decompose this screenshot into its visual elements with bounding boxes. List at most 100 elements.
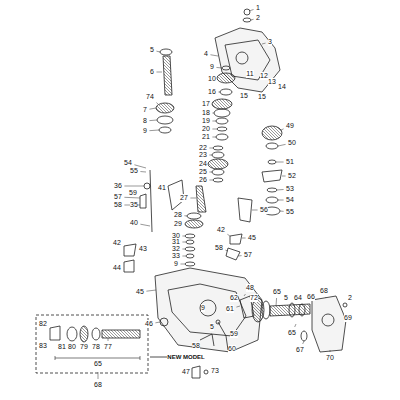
callout-number: 67	[296, 346, 305, 354]
leader-line	[155, 322, 160, 324]
callout-number: 54	[124, 159, 133, 167]
callout-number: 48	[246, 284, 255, 292]
callout-number: 3	[268, 38, 273, 46]
collar	[187, 213, 201, 219]
washer	[267, 188, 277, 192]
callout-number: 42	[113, 239, 122, 247]
washer	[266, 197, 278, 203]
leader-line	[225, 250, 228, 252]
leader-line	[216, 67, 222, 69]
plug	[192, 366, 200, 378]
leader-line	[190, 198, 196, 199]
callout-number: 82	[39, 320, 48, 328]
callout-number: 6	[150, 68, 155, 76]
bearing	[157, 116, 173, 124]
callout-number: 46	[145, 320, 154, 328]
washer	[185, 247, 195, 251]
leader-line	[209, 155, 212, 156]
callout-number: 23	[199, 151, 208, 159]
leader-line	[280, 211, 284, 212]
callout-number: 45	[136, 288, 145, 296]
bearing	[220, 89, 232, 95]
callout-number: 65	[273, 288, 282, 296]
callout-number: 1	[256, 4, 261, 12]
washer	[92, 328, 100, 340]
callout-number: 42	[217, 226, 226, 234]
callout-number: 55	[286, 208, 295, 216]
leader-line	[184, 215, 187, 216]
bracket	[124, 244, 136, 256]
callout-number: 55	[130, 167, 139, 175]
callout-number: 49	[286, 122, 295, 130]
collar	[212, 169, 224, 175]
new-model-frame	[36, 315, 148, 373]
callout-number: 57	[114, 193, 123, 201]
callout-number: 36	[114, 182, 123, 190]
leader-line	[244, 294, 246, 296]
gear	[80, 326, 88, 342]
seal	[301, 331, 307, 341]
washer	[204, 370, 208, 374]
leader-line	[140, 171, 146, 172]
leader-line	[209, 172, 212, 173]
leader-line	[212, 113, 214, 114]
callout-number: 28	[174, 211, 183, 219]
callout-number: 18	[202, 109, 211, 117]
spring	[140, 194, 146, 208]
callout-number: 29	[174, 220, 183, 228]
callout-number: 41	[158, 184, 167, 192]
leader-line	[124, 197, 140, 199]
callout-number: 17	[202, 100, 211, 108]
washer	[159, 127, 171, 133]
leader-line	[108, 338, 109, 341]
callout-number: 57	[244, 251, 253, 259]
bracket	[124, 260, 134, 272]
leader-line	[156, 72, 162, 73]
washer	[222, 66, 230, 70]
leader-line	[252, 210, 258, 211]
callout-number: 13	[268, 78, 277, 86]
callout-number: 9	[210, 63, 215, 71]
leader-line	[212, 137, 216, 138]
leader-line	[210, 55, 218, 56]
callout-number: 58	[114, 201, 123, 209]
shaft	[163, 56, 172, 95]
callout-number: 74	[146, 93, 155, 101]
callout-number: 2	[348, 294, 353, 302]
leader-line	[303, 341, 304, 344]
washer	[212, 152, 224, 158]
callout-number: 58	[192, 342, 201, 350]
callout-number: 9	[143, 127, 148, 135]
washer	[186, 240, 194, 244]
callout-number: 68	[320, 287, 329, 295]
leader-line	[282, 176, 286, 177]
leader-line	[149, 120, 157, 122]
callout-number: 56	[260, 206, 269, 214]
bore	[322, 314, 334, 326]
bolt	[343, 303, 347, 307]
leader-line	[278, 200, 284, 201]
plug	[160, 318, 168, 326]
callout-number: 11	[246, 70, 254, 78]
leader-line	[278, 144, 286, 146]
leader-line	[182, 256, 186, 257]
seal	[299, 304, 305, 316]
callout-number: 4	[204, 50, 209, 58]
callout-number: 65	[288, 329, 297, 337]
callout-number: 54	[286, 196, 295, 204]
gear	[185, 220, 203, 228]
bearing	[216, 134, 228, 140]
leader-line	[209, 148, 213, 149]
callout-number: 19	[202, 117, 211, 125]
callout-number: 15	[258, 93, 267, 101]
gear	[156, 103, 174, 113]
callout-number: 44	[113, 264, 122, 272]
bearing	[160, 49, 172, 55]
callout-number: 65	[94, 360, 103, 368]
leader-line	[227, 234, 230, 236]
callout-number: 7	[143, 106, 148, 114]
bearing	[185, 262, 195, 266]
leader-line	[182, 236, 185, 237]
leader-line	[325, 297, 326, 298]
